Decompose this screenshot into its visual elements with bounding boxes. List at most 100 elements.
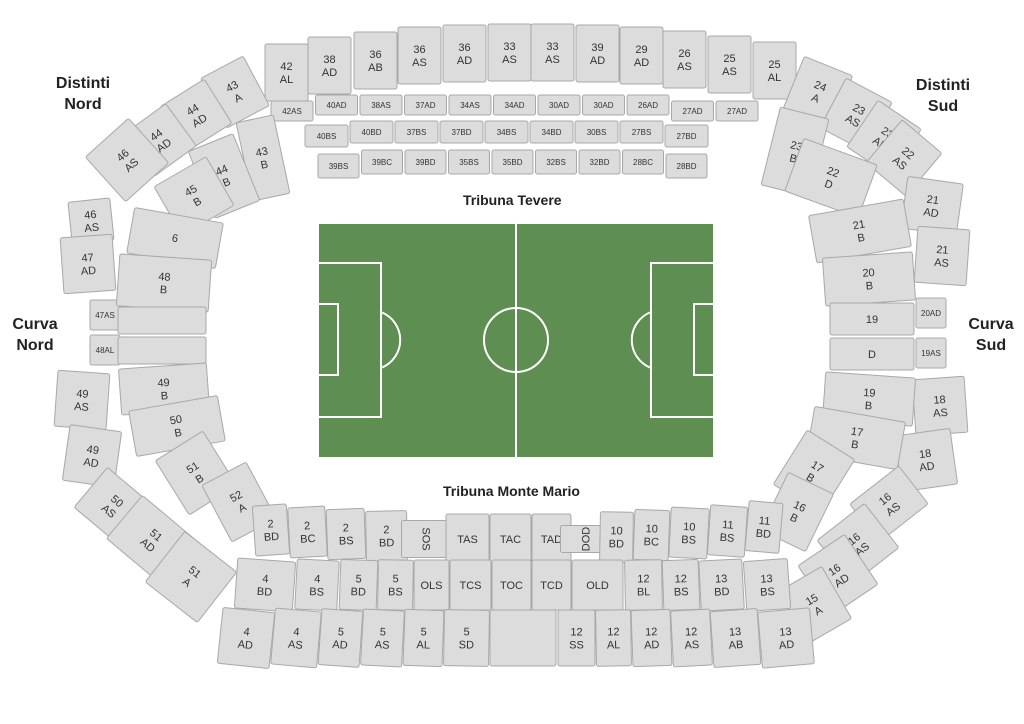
section-shape[interactable] [671, 100, 714, 122]
section-shape[interactable] [489, 609, 557, 667]
seat-section-27bs[interactable]: 27BS [619, 120, 664, 144]
section-shape[interactable] [413, 559, 450, 611]
section-shape[interactable] [664, 124, 709, 148]
seat-section-2-bc[interactable]: 2BC [287, 505, 328, 559]
section-shape[interactable] [445, 513, 490, 565]
section-shape[interactable] [397, 26, 442, 85]
section-shape[interactable] [757, 607, 815, 669]
seat-section-5-as[interactable]: 5AS [360, 608, 405, 668]
section-shape[interactable] [571, 559, 624, 611]
section-shape[interactable] [752, 41, 797, 100]
seat-section-34bs[interactable]: 34BS [484, 120, 529, 144]
section-shape[interactable] [626, 94, 670, 116]
seat-section-20ad[interactable]: 20AD [915, 297, 947, 329]
seat-section-28bc[interactable]: 28BC [622, 149, 664, 175]
section-shape[interactable] [531, 559, 572, 611]
section-shape[interactable] [89, 299, 121, 331]
section-shape[interactable] [115, 253, 213, 313]
section-shape[interactable] [624, 559, 663, 611]
section-shape[interactable] [304, 124, 349, 148]
seat-section-30bs[interactable]: 30BS [574, 120, 619, 144]
seat-section-30ad[interactable]: 30AD [582, 94, 625, 116]
section-shape[interactable] [715, 100, 759, 122]
seat-section-48-b[interactable]: 48B [115, 253, 213, 313]
section-shape[interactable] [325, 507, 367, 561]
section-shape[interactable] [315, 94, 358, 116]
section-shape[interactable] [661, 558, 701, 612]
seat-section-37ad[interactable]: 37AD [404, 94, 447, 116]
seat-section-32bs[interactable]: 32BS [535, 149, 577, 175]
section-shape[interactable] [595, 609, 632, 667]
section-shape[interactable] [448, 149, 490, 175]
seat-section-4-bs[interactable]: 4BS [294, 558, 340, 612]
section-shape[interactable] [530, 23, 575, 82]
section-shape[interactable] [622, 149, 664, 175]
section-shape[interactable] [742, 558, 792, 612]
seat-section-40ad[interactable]: 40AD [315, 94, 358, 116]
section-shape[interactable] [866, 120, 942, 196]
seat-section-5-al[interactable]: 5AL [402, 608, 445, 668]
section-shape[interactable] [822, 251, 916, 307]
seat-section-4-as[interactable]: 4AS [270, 607, 322, 669]
seat-section-28bd[interactable]: 28BD [665, 153, 708, 179]
seat-section-tas[interactable]: TAS [445, 513, 490, 565]
section-shape[interactable] [402, 608, 445, 668]
section-shape[interactable] [599, 511, 634, 563]
section-shape[interactable] [353, 31, 398, 90]
section-shape[interactable] [709, 608, 762, 668]
section-shape[interactable] [439, 120, 484, 144]
seat-section-40bs[interactable]: 40BS [304, 124, 349, 148]
section-shape[interactable] [404, 94, 447, 116]
seat-section-35bd[interactable]: 35BD [491, 149, 534, 175]
section-shape[interactable] [338, 558, 379, 612]
seat-section-20-b[interactable]: 20B [822, 251, 916, 307]
section-shape[interactable] [915, 297, 947, 329]
section-shape[interactable] [487, 23, 532, 82]
section-shape[interactable] [264, 43, 309, 102]
section-shape[interactable] [491, 149, 534, 175]
section-shape[interactable] [632, 508, 671, 562]
section-shape[interactable] [493, 94, 536, 116]
section-shape[interactable] [915, 337, 947, 369]
seat-section-40bd[interactable]: 40BD [349, 120, 394, 144]
section-shape[interactable] [117, 306, 207, 335]
seat-section-4-ad[interactable]: 4AD [216, 607, 276, 669]
seat-section-38as[interactable]: 38AS [359, 94, 403, 116]
section-shape[interactable] [443, 609, 490, 667]
section-shape[interactable] [251, 503, 291, 557]
section-shape[interactable] [404, 149, 447, 175]
seat-section-4-bd[interactable]: 4BD [233, 557, 297, 613]
section-shape[interactable] [582, 94, 625, 116]
seat-section-48al[interactable]: 48AL [89, 334, 121, 366]
seat-section-35bs[interactable]: 35BS [448, 149, 490, 175]
seat-section-39bs[interactable]: 39BS [317, 153, 360, 179]
section-shape[interactable] [117, 336, 207, 365]
section-shape[interactable] [307, 36, 352, 95]
section-shape[interactable] [619, 26, 664, 85]
seat-section-tcd[interactable]: TCD [531, 559, 572, 611]
seat-section-47as[interactable]: 47AS [89, 299, 121, 331]
section-shape[interactable] [537, 94, 581, 116]
seat-section-2-bd[interactable]: 2BD [251, 503, 291, 557]
section-shape[interactable] [662, 30, 707, 89]
seat-section-tac[interactable]: TAC [489, 513, 532, 565]
section-shape[interactable] [491, 559, 532, 611]
section-shape[interactable] [619, 120, 664, 144]
seat-section-37bs[interactable]: 37BS [394, 120, 439, 144]
